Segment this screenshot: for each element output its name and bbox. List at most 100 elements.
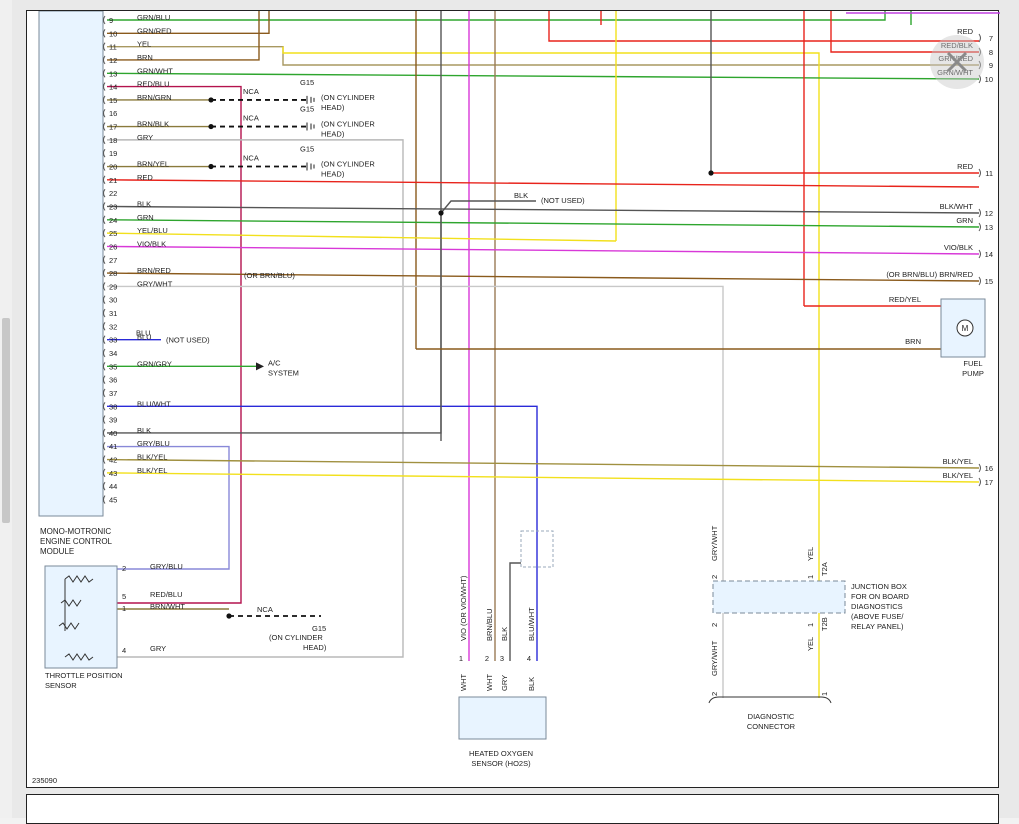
wire-label-blu: BLU — [136, 329, 151, 338]
right-connector-wire-label: BLK/YEL — [943, 457, 973, 466]
wire-blk-yel-17 — [106, 472, 980, 483]
wire-brn — [107, 11, 260, 61]
ecm-pin-terminal — [103, 15, 106, 25]
right-connector-number: 11 — [985, 169, 993, 178]
tps-box — [44, 565, 118, 669]
splice-dot-red — [708, 170, 714, 176]
right-connector-number: 17 — [985, 478, 993, 487]
ecm-pin-wire-label: RED — [137, 173, 153, 182]
ecm-pin-wire-label: BRN — [137, 53, 153, 62]
ecm-pin-number: 40 — [109, 429, 117, 438]
ecm-pin-terminal — [103, 255, 106, 265]
ecm-pin-terminal — [103, 468, 106, 478]
wire-yel-diag — [282, 46, 820, 698]
diag-pin-number: 2 — [710, 692, 719, 696]
jb-wire-label: GRY/WHT — [710, 525, 719, 561]
ac-system-label: SYSTEM — [268, 368, 299, 377]
wire-gry-wht-diag — [107, 285, 724, 698]
ground-location-label: (ON CYLINDER — [321, 120, 375, 129]
ecm-pin-wire-label: RED/BLU — [137, 80, 170, 89]
ecm-pin-number: 43 — [109, 469, 117, 478]
right-connector-terminal — [978, 74, 981, 84]
vertical-scrollbar[interactable] — [0, 0, 12, 818]
ecm-pin-terminal — [103, 375, 106, 384]
diagnostic-connector-label: DIAGNOSTIC — [748, 712, 795, 721]
ecm-pin-number: 21 — [109, 176, 117, 185]
ecm-pin-wire-label: BRN/YEL — [137, 160, 169, 169]
ground-symbol — [306, 122, 315, 131]
ho2s-upper-wire-label: BLU/WHT — [527, 607, 536, 641]
diagnostic-connector-label: CONNECTOR — [747, 722, 796, 731]
scrollbar-thumb[interactable] — [2, 318, 10, 523]
ecm-pin-wire-label: BLK — [137, 199, 151, 208]
junction-box-label: JUNCTION BOX — [851, 582, 907, 591]
fuel-pump-label: FUEL — [963, 359, 982, 368]
close-icon — [946, 51, 968, 73]
jb-wire-label: YEL — [806, 547, 815, 561]
wire-brn-red-15 — [106, 272, 980, 282]
junction-box-label: (ABOVE FUSE/ — [851, 612, 904, 621]
right-connector-number: 13 — [985, 223, 993, 232]
ground-symbol — [306, 162, 315, 171]
tps-wire-label: RED/BLU — [150, 590, 183, 599]
right-connector-terminal — [978, 276, 981, 286]
ecm-pin-terminal — [103, 348, 106, 358]
ho2s-label: SENSOR (HO2S) — [471, 759, 531, 768]
ecm-pin-terminal — [103, 135, 106, 145]
right-connector-number: 12 — [985, 209, 993, 218]
right-connector-number: 16 — [985, 464, 993, 473]
ho2s-box — [458, 696, 547, 740]
ho2s-shield — [520, 530, 554, 568]
component-layer — [38, 10, 986, 740]
ecm-pin-terminal — [103, 228, 106, 238]
ecm-module-label: ENGINE CONTROL — [40, 537, 113, 546]
ecm-pin-wire-label: GRY/BLU — [137, 439, 170, 448]
ecm-pin-terminal — [103, 188, 106, 198]
ecm-pin-number: 16 — [109, 109, 117, 118]
ecm-pin-terminal — [103, 122, 106, 131]
right-connector-terminal — [978, 477, 981, 487]
ho2s-lower-wire-label: GRY — [500, 675, 509, 691]
nca-splice — [208, 163, 214, 170]
wire-grn-wht-10 — [106, 72, 980, 80]
right-connector-wire-label: VIO/BLK — [944, 243, 973, 252]
ecm-pin-number: 19 — [109, 149, 117, 158]
junction-box — [712, 580, 846, 614]
ecm-pin-number: 12 — [109, 56, 117, 65]
ecm-pin-number: 28 — [109, 269, 117, 278]
ecm-pin-wire-label: GRY — [137, 133, 153, 142]
junction-box-label: DIAGNOSTICS — [851, 602, 903, 611]
nca-splice — [208, 123, 214, 130]
ecm-pin-number: 32 — [109, 322, 117, 331]
jb-wire-label: GRY/WHT — [710, 640, 719, 676]
ecm-pin-number: 33 — [109, 336, 117, 345]
right-connector-number: 9 — [989, 61, 993, 70]
tps-pin-number: 5 — [122, 592, 126, 601]
wire-grn-13 — [106, 219, 980, 228]
ecm-pin-terminal — [103, 441, 106, 451]
wire-label-brn: BRN — [905, 337, 921, 346]
close-button[interactable] — [930, 35, 984, 89]
ecm-pin-number: 22 — [109, 189, 117, 198]
wire-grn-red-9 — [107, 45, 979, 66]
diagnostic-connector-shell — [708, 696, 832, 704]
tps-label: THROTTLE POSITION — [45, 671, 123, 680]
ecm-pin-number: 35 — [109, 362, 117, 371]
jb-pin-number: 2 — [710, 575, 719, 579]
ecm-pin-terminal — [103, 481, 106, 491]
ecm-pin-number: 45 — [109, 496, 117, 505]
tps-nca-splice — [226, 613, 232, 619]
right-connector-number: 7 — [989, 34, 993, 43]
right-connector-terminal — [978, 47, 981, 57]
wire-blk-yel-16 — [106, 458, 980, 469]
ho2s-pin-number: 3 — [500, 654, 504, 663]
right-connector-wire-label: RED — [957, 162, 973, 171]
nca-label: NCA — [243, 114, 259, 123]
right-connector-wire-label: GRN/RED — [938, 54, 973, 63]
tps-pin-number: 2 — [122, 564, 126, 573]
ecm-pin-number: 13 — [109, 69, 117, 78]
ecm-pin-number: 17 — [109, 123, 117, 132]
ecm-pin-terminal — [103, 335, 106, 344]
